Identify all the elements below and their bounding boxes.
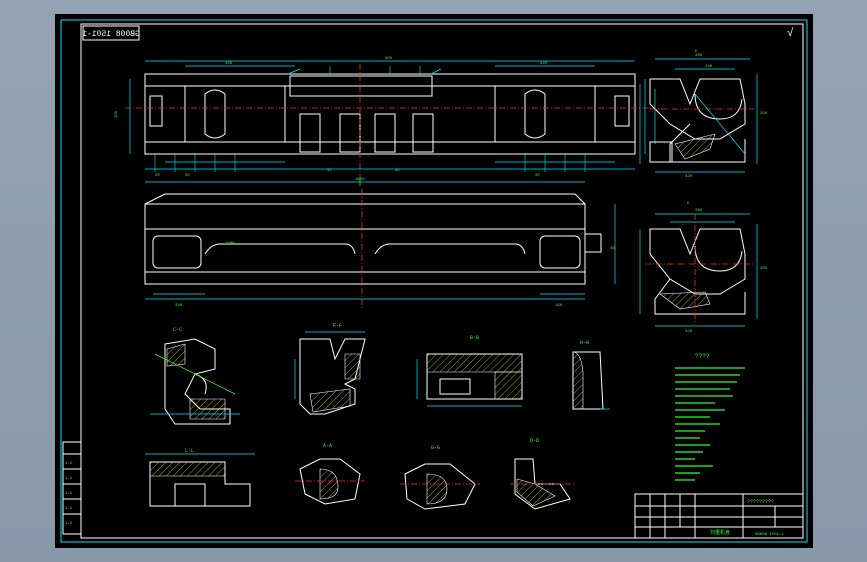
svg-text:160: 160 [555, 304, 563, 308]
section-d-d: D-D [510, 438, 575, 510]
svg-text:H-H: H-H [580, 340, 589, 346]
svg-text:1600: 1600 [355, 178, 365, 182]
svg-text:36: 36 [610, 247, 615, 251]
technical-notes: ???? [675, 353, 745, 481]
svg-text:440: 440 [540, 62, 548, 66]
svg-text:刘重机身: 刘重机身 [710, 529, 730, 536]
svg-text:260: 260 [760, 112, 768, 116]
svg-text:√: √ [787, 27, 794, 40]
svg-text:260: 260 [760, 267, 768, 271]
svg-text:C-C: C-C [173, 327, 182, 333]
drawing-sheet: GB008 1501-1 √ [55, 14, 813, 548]
main-front-view: 800 440 440 20 35 35 350 42 42 [115, 57, 656, 186]
drawing-number-stamp: GB008 1501-1 [82, 25, 140, 41]
svg-text:35: 35 [185, 174, 190, 178]
svg-text:360: 360 [695, 54, 703, 58]
section-f-f: F-F [294, 323, 366, 415]
svg-text:GB008 1501-1: GB008 1501-1 [82, 30, 140, 39]
svg-text:350: 350 [115, 110, 119, 118]
svg-text:1-1: 1-1 [65, 477, 73, 481]
svg-text:1-2: 1-2 [65, 522, 73, 526]
section-e-middle: 360 260 320 E [639, 202, 768, 334]
svg-text:320: 320 [685, 175, 693, 179]
svg-text:800: 800 [385, 57, 393, 61]
svg-text:42: 42 [327, 169, 332, 173]
svg-text:A-A: A-A [323, 443, 332, 449]
section-c-c: C-C [150, 327, 240, 425]
svg-text:1000: 1000 [225, 242, 235, 246]
svg-text:F-F: F-F [333, 323, 342, 329]
svg-text:D-D: D-D [530, 438, 539, 444]
svg-text:????: ???? [695, 353, 710, 360]
svg-text:G-G: G-G [431, 445, 440, 451]
svg-text:1-2: 1-2 [65, 462, 73, 466]
revision-block: 1-2 1-1 1-2 1-1 1-2 [62, 441, 82, 535]
section-h-h: H-H [572, 340, 610, 410]
section-e-top: 360 240 260 320 E [639, 50, 768, 179]
main-long-view: 1600 340 160 1000 36 [144, 178, 615, 309]
svg-text:L-L: L-L [185, 448, 194, 454]
svg-text:35: 35 [535, 174, 540, 178]
title-block: ????????? 刘重机身 GB008 1501-1 [634, 493, 804, 539]
svg-text:340: 340 [175, 304, 183, 308]
section-l-l: L-L [145, 448, 255, 507]
svg-text:42: 42 [395, 169, 400, 173]
section-b-b: B-B [416, 335, 523, 407]
drawing-canvas: GB008 1501-1 √ [60, 19, 808, 543]
svg-text:1-1: 1-1 [65, 507, 73, 511]
svg-text:360: 360 [695, 209, 703, 213]
section-a-a: A-A [295, 443, 365, 505]
svg-text:E: E [687, 202, 690, 206]
svg-text:440: 440 [225, 62, 233, 66]
svg-text:1-2: 1-2 [65, 492, 73, 496]
svg-text:240: 240 [705, 65, 713, 69]
svg-text:GB008 1501-1: GB008 1501-1 [755, 533, 784, 537]
svg-text:20: 20 [155, 174, 160, 178]
svg-text:320: 320 [685, 330, 693, 334]
svg-text:E: E [695, 50, 698, 54]
roughness-symbol: √ [787, 27, 794, 40]
outer-border [60, 19, 808, 543]
svg-text:?????????: ????????? [747, 499, 774, 505]
section-g-g: G-G [400, 445, 480, 510]
inner-border [80, 23, 804, 539]
svg-text:B-B: B-B [470, 335, 479, 341]
